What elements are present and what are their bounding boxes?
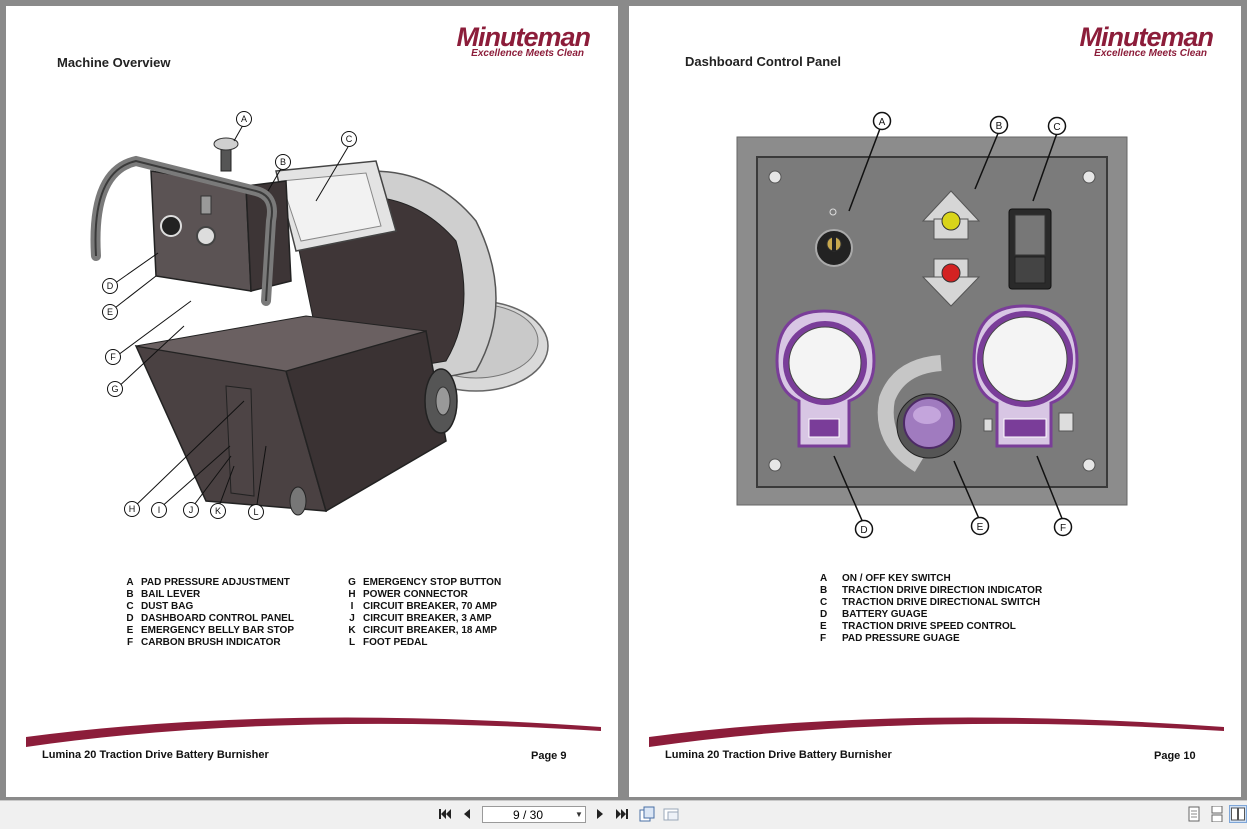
dashboard-control-panel-illustration: A B C D E F [736, 111, 1128, 539]
page-number-select[interactable]: 9 / 30 ▼ [482, 806, 586, 823]
footer-swoosh [26, 717, 601, 747]
two-page-view-button[interactable] [1229, 805, 1247, 823]
callout-j: J [183, 502, 199, 518]
svg-text:H: H [129, 504, 136, 514]
document-page-9: Minuteman Excellence Meets Clean Machine… [6, 6, 618, 797]
first-page-icon [439, 809, 451, 819]
logo-tagline: Excellence Meets Clean [1094, 48, 1207, 59]
chevron-down-icon: ▼ [575, 810, 583, 819]
prev-page-button[interactable] [458, 805, 476, 823]
viewer-toolbar: 9 / 30 ▼ [0, 800, 1247, 829]
two-page-icon [1231, 807, 1245, 821]
callout-a: A [872, 111, 892, 131]
page-title: Dashboard Control Panel [685, 54, 842, 69]
footer-swoosh [649, 717, 1224, 747]
svg-text:G: G [111, 384, 118, 394]
single-page-view-button[interactable] [1185, 805, 1203, 823]
page-title: Machine Overview [57, 55, 171, 70]
first-page-button[interactable] [436, 805, 454, 823]
svg-text:I: I [158, 505, 161, 515]
minuteman-logo: Minuteman Excellence Meets Clean [1079, 22, 1214, 60]
svg-text:A: A [241, 114, 247, 124]
single-page-icon [1188, 806, 1200, 822]
callout-i: I [151, 502, 167, 518]
last-page-button[interactable] [613, 805, 631, 823]
footer-page-number: Page 9 [531, 750, 567, 762]
prev-page-icon [464, 809, 470, 819]
fit-page-button[interactable] [638, 805, 656, 823]
svg-text:A: A [879, 117, 886, 128]
last-page-icon [616, 809, 628, 819]
logo-tagline: Excellence Meets Clean [471, 48, 584, 59]
svg-text:F: F [1060, 523, 1066, 534]
machine-overview-illustration: A B C D E F G H I J K L [90, 111, 549, 520]
minuteman-logo: Minuteman Excellence Meets Clean [456, 22, 591, 60]
callout-e: E [102, 304, 118, 320]
svg-text:F: F [110, 352, 116, 362]
svg-text:B: B [280, 157, 286, 167]
fit-width-icon [663, 808, 679, 821]
svg-text:C: C [1053, 122, 1060, 133]
callout-g: G [107, 381, 123, 397]
fit-page-icon [639, 806, 655, 822]
callout-b: B [275, 154, 291, 170]
svg-text:D: D [860, 525, 867, 536]
callout-d: D [854, 519, 874, 539]
svg-text:L: L [253, 507, 258, 517]
svg-text:C: C [346, 134, 353, 144]
continuous-page-icon [1211, 806, 1223, 822]
document-page-10: Minuteman Excellence Meets Clean Dashboa… [629, 6, 1241, 797]
callout-f: F [1053, 517, 1073, 537]
svg-text:J: J [189, 505, 194, 515]
callout-c: C [1047, 116, 1067, 136]
next-page-button[interactable] [591, 805, 609, 823]
svg-text:E: E [107, 307, 113, 317]
footer-title: Lumina 20 Traction Drive Battery Burnish… [665, 749, 892, 761]
continuous-view-button[interactable] [1208, 805, 1226, 823]
footer-title: Lumina 20 Traction Drive Battery Burnish… [42, 749, 269, 761]
callout-l: L [248, 504, 264, 520]
svg-text:E: E [977, 522, 984, 533]
fit-width-button[interactable] [662, 805, 680, 823]
callout-a: A [236, 111, 252, 127]
footer-page-number: Page 10 [1154, 750, 1196, 762]
callout-e: E [970, 516, 990, 536]
callout-f: F [105, 349, 121, 365]
logo-wordmark: Minuteman [456, 22, 591, 52]
callout-k: K [210, 503, 226, 519]
svg-text:B: B [996, 121, 1003, 132]
callout-d: D [102, 278, 118, 294]
svg-text:K: K [215, 506, 221, 516]
svg-text:D: D [107, 281, 114, 291]
callout-h: H [124, 501, 140, 517]
logo-wordmark: Minuteman [1079, 22, 1214, 52]
callout-c: C [341, 131, 357, 147]
callout-b: B [989, 115, 1009, 135]
next-page-icon [597, 809, 603, 819]
